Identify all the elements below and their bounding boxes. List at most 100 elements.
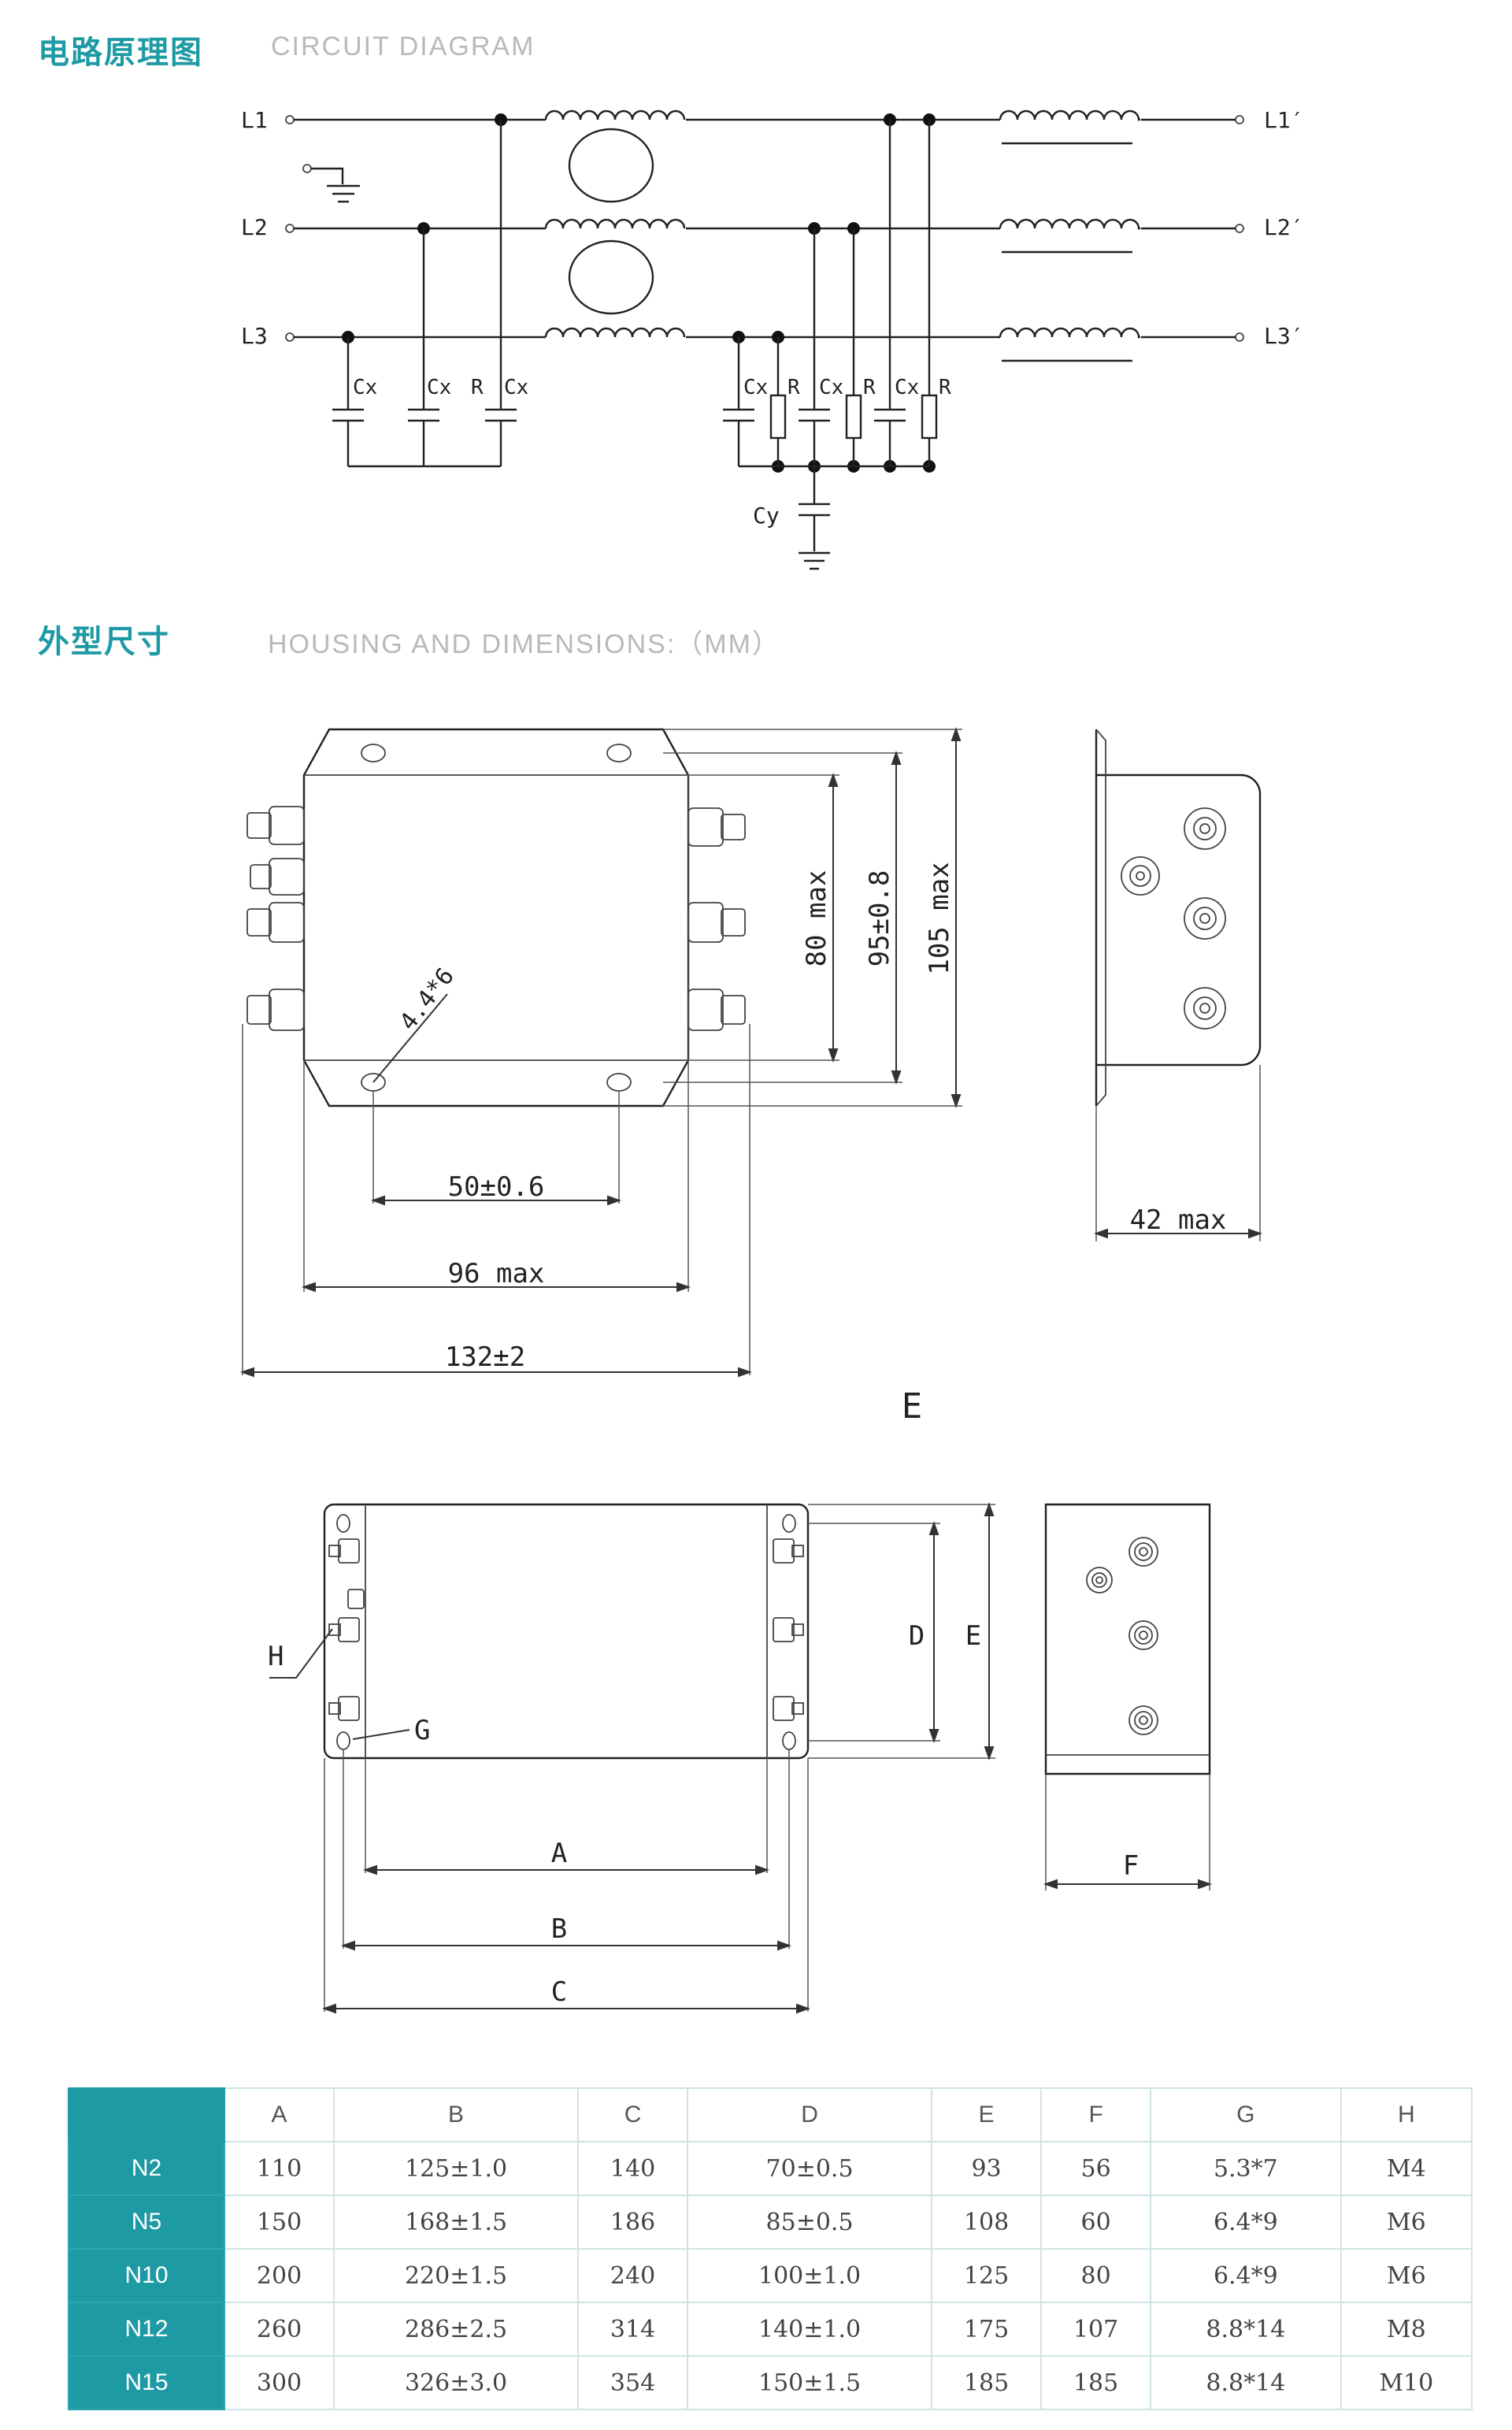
terminals-left (246, 806, 305, 1031)
table-cell: 140±1.0 (687, 2302, 933, 2357)
generic-terminals-right (773, 1538, 804, 1721)
label-c: C (551, 1976, 567, 2008)
label-e: E (965, 1620, 981, 1652)
header-a: A (223, 2087, 335, 2142)
housing-title-en: HOUSING AND DIMENSIONS:（MM） (268, 629, 780, 659)
circuit-diagram: L1 L2 L3 L1′ L2′ L3′ (241, 107, 1304, 570)
dim-total-width: 132±2 (445, 1341, 525, 1373)
y-capacitor-ground (799, 466, 830, 570)
cx-label-1: Cx (353, 376, 377, 399)
table-cell: 185 (1040, 2355, 1152, 2410)
label-a: A (551, 1838, 567, 1869)
output-label-l1: L1′ (1264, 107, 1304, 133)
cx-label-4: Cx (743, 376, 768, 399)
table-cell: M4 (1340, 2141, 1473, 2196)
table-cell: 60 (1040, 2194, 1152, 2250)
model-cell: N10 (68, 2248, 225, 2303)
hole-leader (372, 993, 448, 1083)
table-cell: 125 (931, 2248, 1043, 2303)
table-cell: 168±1.5 (333, 2194, 580, 2250)
table-cell: 354 (577, 2355, 689, 2410)
generic-side-terminals (1086, 1537, 1158, 1735)
table-row: N12 260 286±2.5 314 140±1.0 175 107 8.8*… (68, 2302, 1473, 2357)
generic-dim-lines-horizontal (322, 1864, 810, 2014)
depth-dimension-line (1094, 1228, 1262, 1239)
table-row: N10 200 220±1.5 240 100±1.0 125 80 6.4*9… (68, 2248, 1473, 2303)
table-cell: 108 (931, 2194, 1043, 2250)
dim-height-105: 105 max (924, 862, 955, 974)
input-label-l1: L1 (241, 107, 268, 133)
table-cell: 8.8*14 (1150, 2355, 1342, 2410)
dim-height-80: 80 max (801, 870, 832, 967)
table-cell: 300 (223, 2355, 335, 2410)
generic-extension-vertical (808, 1504, 995, 1759)
table-cell: 286±2.5 (333, 2302, 580, 2357)
mounting-holes (361, 744, 632, 1092)
header-g: G (1150, 2087, 1342, 2142)
label-f: F (1123, 1850, 1139, 1882)
housing-drawing-generic: G H A B C D E F (268, 1502, 1212, 2014)
table-cell: 140 (577, 2141, 689, 2196)
housing-title-cn: 外型尺寸 (38, 624, 170, 660)
cx-label-2: Cx (427, 376, 451, 399)
table-cell: 6.4*9 (1150, 2248, 1342, 2303)
cy-label: Cy (753, 503, 780, 529)
generic-body (365, 1504, 768, 1758)
earth-symbol-input (311, 167, 360, 203)
terminals-right (687, 807, 746, 1031)
table-header-row: A B C D E F G H (68, 2087, 1473, 2142)
model-cell: N2 (68, 2141, 225, 2196)
table-cell: 240 (577, 2248, 689, 2303)
table-cell: 200 (223, 2248, 335, 2303)
dim-hole-spacing: 50±0.6 (448, 1171, 545, 1203)
table-cell: 150 (223, 2194, 335, 2250)
dimension-table: A B C D E F G H N2 110 125±1.0 140 70±0.… (68, 2087, 1473, 2410)
cx-label-3: Cx (504, 376, 528, 399)
r-label-in: R (471, 376, 484, 399)
table-cell: 56 (1040, 2141, 1152, 2196)
table-cell: 5.3*7 (1150, 2141, 1342, 2196)
generic-side-extension (1045, 1774, 1210, 1890)
table-cell: 186 (577, 2194, 689, 2250)
table-cell: 175 (931, 2302, 1043, 2357)
h-leader (269, 1628, 333, 1679)
generic-terminals-left (328, 1538, 365, 1721)
table-cell: 326±3.0 (333, 2355, 580, 2410)
output-inductors (999, 109, 1141, 362)
table-cell: M8 (1340, 2302, 1473, 2357)
drawing-e-label: E (902, 1386, 923, 1426)
table-cell: 107 (1040, 2302, 1152, 2357)
table-cell: M6 (1340, 2248, 1473, 2303)
model-cell: N12 (68, 2302, 225, 2357)
input-x-capacitors (332, 120, 517, 468)
table-cell: 8.8*14 (1150, 2302, 1342, 2357)
dim-depth: 42 max (1130, 1204, 1227, 1236)
input-label-l2: L2 (241, 214, 268, 240)
table-corner-cell (68, 2087, 225, 2142)
model-cell: N5 (68, 2194, 225, 2250)
generic-dim-lines-vertical (928, 1502, 995, 1760)
r-label-1: R (788, 376, 800, 399)
r-label-2: R (863, 376, 876, 399)
table-cell: 110 (223, 2141, 335, 2196)
common-mode-choke (544, 109, 686, 338)
generic-holes (336, 1514, 796, 1750)
table-cell: 314 (577, 2302, 689, 2357)
label-b: B (551, 1913, 567, 1945)
dim-height-95: 95±0.8 (864, 870, 895, 967)
generic-extension-horizontal (324, 1750, 809, 2012)
model-cell: N15 (68, 2355, 225, 2410)
depth-extension-lines (1095, 1065, 1261, 1241)
table-cell: 260 (223, 2302, 335, 2357)
table-cell: M6 (1340, 2194, 1473, 2250)
g-leader (352, 1729, 410, 1740)
extension-lines-vertical (619, 729, 962, 1107)
table-cell: 100±1.0 (687, 2248, 933, 2303)
extension-lines-horizontal (242, 1024, 750, 1375)
label-h: H (268, 1641, 284, 1672)
table-row: N5 150 168±1.5 186 85±0.5 108 60 6.4*9 M… (68, 2194, 1473, 2250)
vertical-dimension-lines (828, 727, 962, 1108)
header-d: D (687, 2087, 933, 2142)
side-view (1095, 729, 1262, 1107)
housing-drawing-e: 4.4*6 50±0.6 96 max 132±2 80 max 95±0.8 … (240, 727, 1262, 1426)
